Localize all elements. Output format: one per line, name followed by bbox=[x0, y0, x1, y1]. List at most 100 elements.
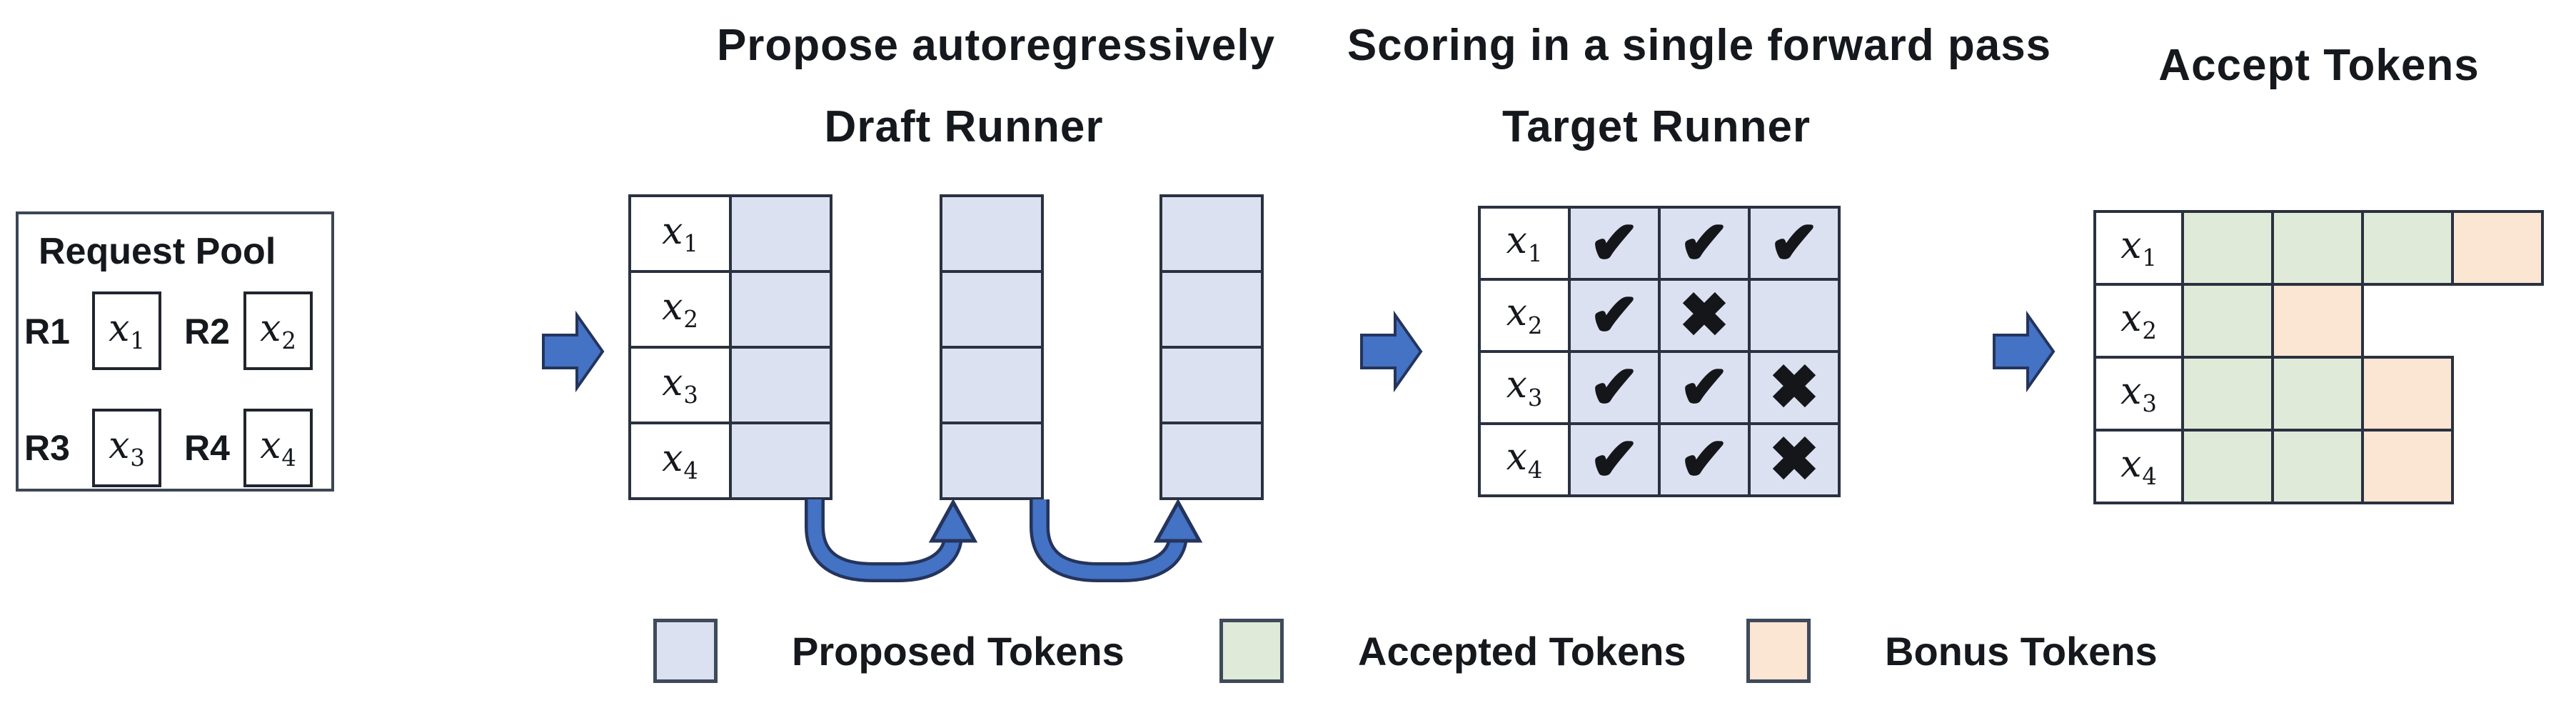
accept-row-label-cell: x3 bbox=[2093, 356, 2184, 432]
draft-row: x2 bbox=[628, 270, 832, 349]
score-cell: ✔ bbox=[1568, 206, 1661, 281]
score-cell: ✖ bbox=[1748, 422, 1841, 497]
autoregressive-loop-arrow-1-icon bbox=[803, 499, 982, 585]
score-row: x3 ✔ ✔ ✖ bbox=[1478, 350, 1841, 425]
flow-arrow-3-icon bbox=[1992, 311, 2056, 393]
accept-row-label-cell: x4 bbox=[2093, 429, 2184, 504]
accept-cell bbox=[2181, 210, 2274, 286]
draft-row-label: x2 bbox=[662, 285, 698, 334]
proposed-token-cell bbox=[940, 194, 1044, 273]
accept-row: x1 bbox=[2093, 210, 2544, 286]
accept-cell bbox=[2271, 356, 2364, 432]
token-label-x4: x4 bbox=[260, 424, 296, 472]
check-icon: ✔ bbox=[1589, 281, 1641, 349]
accept-cell bbox=[2361, 429, 2454, 504]
score-row-label: x4 bbox=[1506, 436, 1543, 484]
check-icon: ✔ bbox=[1679, 425, 1731, 494]
accept-row-label: x4 bbox=[2120, 442, 2157, 491]
draft-row: x1 bbox=[628, 194, 832, 273]
proposed-token-cell bbox=[1159, 270, 1264, 349]
autoregressive-loop-arrow-2-icon bbox=[1028, 499, 1207, 585]
score-cell: ✔ bbox=[1658, 350, 1751, 425]
draft-row-label: x3 bbox=[662, 361, 698, 409]
request-pool-title: Request Pool bbox=[39, 231, 276, 272]
target-runner-title: Target Runner bbox=[1501, 102, 1811, 151]
score-row: x1 ✔ ✔ ✔ bbox=[1478, 206, 1841, 281]
request-id-r4: R4 bbox=[184, 428, 230, 468]
request-token-box-r1: x1 bbox=[92, 291, 161, 370]
token-label-x1: x1 bbox=[109, 306, 145, 355]
score-row-label-cell: x3 bbox=[1478, 350, 1571, 425]
draft-row-label-cell: x3 bbox=[628, 346, 732, 424]
score-row-label-cell: x2 bbox=[1478, 278, 1571, 353]
legend-label-accepted: Accepted Tokens bbox=[1358, 628, 1686, 674]
score-row: x2 ✔ ✖ bbox=[1478, 278, 1841, 353]
legend-item-accepted: Accepted Tokens bbox=[1219, 619, 1686, 683]
accept-row-label-cell: x1 bbox=[2093, 210, 2184, 286]
target-scoring-grid: x1 ✔ ✔ ✔ x2 ✔ ✖ x3 ✔ ✔ ✖ x4 ✔ ✔ ✖ bbox=[1478, 206, 1841, 497]
proposed-token-cell bbox=[940, 270, 1044, 349]
score-row-label: x3 bbox=[1506, 364, 1543, 412]
legend-item-proposed: Proposed Tokens bbox=[653, 619, 1125, 683]
score-cell: ✔ bbox=[1748, 206, 1841, 281]
legend-label-proposed: Proposed Tokens bbox=[792, 628, 1125, 674]
draft-row: x3 bbox=[628, 346, 832, 424]
draft-runner-title: Draft Runner bbox=[824, 102, 1104, 151]
check-icon: ✔ bbox=[1589, 353, 1641, 422]
legend-label-bonus: Bonus Tokens bbox=[1885, 628, 2158, 674]
score-cell: ✔ bbox=[1658, 206, 1751, 281]
draft-row-label-cell: x4 bbox=[628, 422, 732, 500]
request-token-box-r2: x2 bbox=[243, 291, 313, 370]
accept-cell bbox=[2361, 210, 2454, 286]
proposed-token-cell bbox=[1159, 346, 1264, 424]
score-cell: ✖ bbox=[1748, 350, 1841, 425]
draft-row-label: x1 bbox=[662, 209, 698, 258]
proposed-tokens-swatch bbox=[653, 619, 718, 683]
accept-cell bbox=[2451, 210, 2544, 286]
accept-row-label-cell: x2 bbox=[2093, 283, 2184, 359]
score-cell: ✔ bbox=[1568, 422, 1661, 497]
draft-row-label-cell: x1 bbox=[628, 194, 732, 273]
proposed-token-cell bbox=[729, 194, 832, 273]
check-icon: ✔ bbox=[1679, 353, 1731, 422]
score-row-label-cell: x1 bbox=[1478, 206, 1571, 281]
request-token-box-r3: x3 bbox=[92, 409, 161, 487]
check-icon: ✔ bbox=[1589, 425, 1641, 494]
proposed-token-cell bbox=[729, 270, 832, 349]
accept-row: x3 bbox=[2093, 356, 2544, 432]
accept-cell bbox=[2181, 429, 2274, 504]
request-id-r1: R1 bbox=[24, 311, 70, 352]
proposed-token-cell bbox=[940, 346, 1044, 424]
score-row-label: x2 bbox=[1506, 291, 1543, 339]
request-pool-box: Request Pool R1 x1 R2 x2 R3 x3 R4 x4 bbox=[16, 211, 334, 492]
accept-row-label: x3 bbox=[2120, 369, 2157, 418]
draft-row-label-cell: x2 bbox=[628, 270, 732, 349]
check-icon: ✔ bbox=[1589, 209, 1641, 277]
proposed-token-cell bbox=[729, 422, 832, 500]
token-label-x3: x3 bbox=[109, 424, 145, 472]
propose-title: Propose autoregressively bbox=[716, 21, 1276, 70]
accept-cell bbox=[2181, 283, 2274, 359]
proposed-token-cell bbox=[940, 422, 1044, 500]
check-icon: ✔ bbox=[1679, 209, 1731, 277]
legend-item-bonus: Bonus Tokens bbox=[1746, 619, 2158, 683]
draft-row: x4 bbox=[628, 422, 832, 500]
accept-tokens-grid: x1 x2 x3 x4 bbox=[2093, 210, 2544, 504]
cross-icon: ✖ bbox=[1769, 425, 1821, 494]
score-cell: ✖ bbox=[1658, 278, 1751, 353]
accept-row: x4 bbox=[2093, 429, 2544, 504]
accept-cell bbox=[2271, 283, 2364, 359]
proposed-token-cell bbox=[1159, 194, 1264, 273]
score-cell: ✔ bbox=[1658, 422, 1751, 497]
draft-grid-step2 bbox=[940, 194, 1044, 500]
proposed-token-cell bbox=[1159, 422, 1264, 500]
bonus-tokens-swatch bbox=[1746, 619, 1811, 683]
accept-cell bbox=[2361, 356, 2454, 432]
accept-row-label: x1 bbox=[2120, 224, 2157, 272]
accept-tokens-title: Accept Tokens bbox=[2158, 41, 2480, 90]
score-row: x4 ✔ ✔ ✖ bbox=[1478, 422, 1841, 497]
cross-icon: ✖ bbox=[1769, 353, 1821, 422]
score-cell-empty bbox=[1748, 278, 1841, 353]
request-id-r2: R2 bbox=[184, 311, 230, 352]
check-icon: ✔ bbox=[1769, 209, 1821, 277]
